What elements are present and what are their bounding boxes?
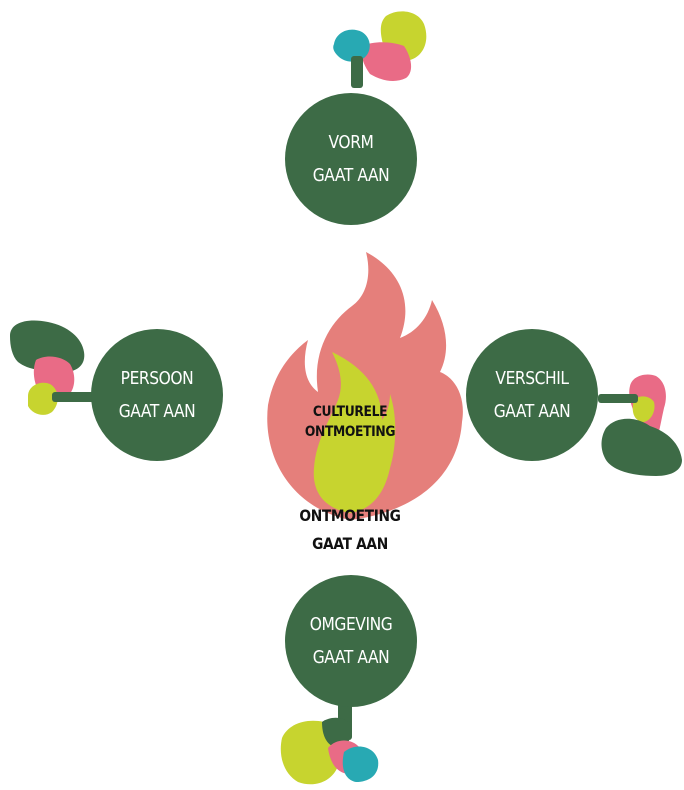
node-right-line1: VERSCHIL: [495, 368, 569, 389]
node-top-line2: GAAT AAN: [312, 165, 390, 186]
flame-label-line2: ONTMOETING: [304, 424, 396, 440]
center-caption-line1: ONTMOETING: [299, 506, 401, 525]
node-circle-bottom: [285, 575, 417, 707]
node-circle-top: [285, 93, 417, 225]
node-circle-left: [91, 329, 223, 461]
node-right-line2: GAAT AAN: [493, 401, 571, 422]
center-caption: ONTMOETING GAAT AAN: [290, 502, 410, 558]
figures-top: [333, 11, 427, 88]
flame-label-line1: CULTURELE: [312, 404, 388, 420]
center-caption-line2: GAAT AAN: [312, 534, 388, 553]
figures-right: [598, 374, 682, 476]
flame-label: CULTURELE ONTMOETING: [297, 402, 403, 442]
figures-left: [10, 320, 98, 415]
node-left-label: PERSOON GAAT AAN: [101, 362, 213, 428]
node-bottom-line1: OMGEVING: [309, 614, 393, 635]
node-left-line2: GAAT AAN: [118, 401, 196, 422]
node-top-line1: VORM: [328, 132, 374, 153]
flame-inner: [313, 352, 396, 513]
figures-bottom: [280, 700, 379, 785]
flame-icon: [267, 252, 463, 520]
node-right-label: VERSCHIL GAAT AAN: [476, 362, 588, 428]
node-circle-right: [466, 329, 598, 461]
node-bottom-label: OMGEVING GAAT AAN: [295, 608, 407, 674]
node-top-label: VORM GAAT AAN: [295, 126, 407, 192]
node-bottom-line2: GAAT AAN: [312, 647, 390, 668]
node-left-line1: PERSOON: [120, 368, 194, 389]
